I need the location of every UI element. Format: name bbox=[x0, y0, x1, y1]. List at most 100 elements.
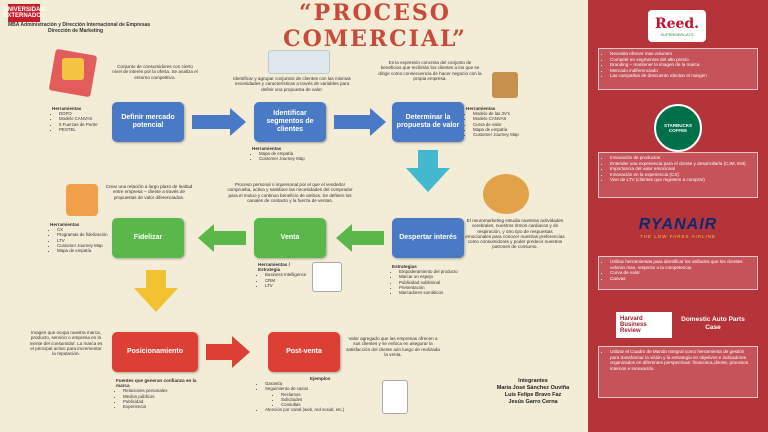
list-item: Publicidad subliminal bbox=[399, 280, 472, 285]
brain-icon bbox=[483, 174, 529, 214]
trust-sources-positioning: Fuentes que generan confianza en la marc… bbox=[116, 378, 202, 409]
list-item: DOFO bbox=[59, 111, 112, 116]
step-positioning: Posicionamiento bbox=[112, 332, 198, 372]
list-item: Mapa de empatía bbox=[473, 127, 546, 132]
list-item: Modelo de las 3V's bbox=[473, 111, 546, 116]
examples-post-sale: Ejemplos Garantía Seguimiento de casos R… bbox=[258, 376, 366, 412]
step-label: Posicionamiento bbox=[126, 348, 183, 355]
desc-define-market: Conjunto de consumidores con cierto nive… bbox=[112, 64, 198, 80]
desc-loyalty: Crear una relación a largo plazo de leal… bbox=[105, 184, 193, 200]
list-title: Herramientas bbox=[52, 106, 82, 111]
list-item: Publicidad bbox=[123, 399, 202, 404]
list-item: Customer Journey Map bbox=[473, 132, 546, 137]
reed-sub: SUPERMERCATS bbox=[660, 31, 694, 37]
step-label: Venta bbox=[280, 234, 300, 241]
starbucks-logo: STARBUCKS COFFEE bbox=[654, 104, 702, 152]
arrow-6 bbox=[134, 270, 178, 312]
note-item: Importancia del valor emocional bbox=[610, 166, 754, 172]
header-text: MBA Administración y Dirección Internaci… bbox=[8, 22, 150, 34]
note-item: Vive de LTV (clientes que regresen a com… bbox=[610, 177, 754, 183]
step-label: Definir mercado potencial bbox=[121, 114, 175, 129]
ryanair-sub: THE LOW FARES AIRLINE bbox=[639, 233, 716, 239]
tools-value-proposition: Herramientas Modelo de las 3V's Modelo C… bbox=[466, 106, 546, 137]
ryanair-notes: Utilizar herramientas para identificar l… bbox=[598, 256, 758, 290]
strategies-arouse-interest: Estrategias Empoderamiento del producto … bbox=[392, 264, 472, 295]
team-member: Luis Felipe Bravo Faz bbox=[504, 392, 562, 398]
list-item: Garantía bbox=[265, 381, 366, 386]
step-label: Determinar la propuesta de valor bbox=[396, 114, 460, 129]
list-title: Herramientas bbox=[252, 146, 282, 151]
puzzle-piece-icon bbox=[62, 58, 84, 80]
tools-define-market: Herramientas DOFO Modelo CANVAS 5 Fuerza… bbox=[52, 106, 112, 132]
list-item: Modelo CANVAS bbox=[59, 116, 112, 121]
team-title: Integrantes bbox=[518, 378, 548, 384]
list-item: Customer Journey Map bbox=[259, 156, 332, 161]
page-title: “PROCESO COMERCIAL” bbox=[283, 0, 467, 52]
step-loyalty: Fidelizar bbox=[112, 218, 184, 258]
step-define-market: Definir mercado potencial bbox=[112, 102, 184, 142]
ryanair-logo: RYANAIR THE LOW FARES AIRLINE bbox=[618, 214, 738, 240]
list-item: Consultas bbox=[281, 402, 366, 407]
team-member: María José Sánchez Ouviña bbox=[496, 385, 570, 391]
list-item: Marcar un espejo bbox=[399, 274, 472, 279]
note-item: Mercado indiferenciado bbox=[610, 68, 754, 74]
step-post-sale: Post-venta bbox=[268, 332, 340, 372]
list-item: Medios públicos bbox=[123, 394, 202, 399]
step-label: Post-venta bbox=[286, 348, 322, 355]
university-logo: UNIVERSIDAD EXTERNADO bbox=[3, 4, 45, 22]
list-item: Relaciones personales bbox=[123, 388, 202, 393]
header-line1: MBA Administración y Dirección Internaci… bbox=[8, 22, 151, 28]
list-item: Modelo CANVAS bbox=[473, 116, 546, 121]
starbucks-brand: STARBUCKS COFFEE bbox=[664, 123, 692, 133]
step-sale: Venta bbox=[254, 218, 326, 258]
step-identify-segments: Identificar segmentos de clientes bbox=[254, 102, 326, 142]
note-item: Necesita ofrecer mas volumen bbox=[610, 51, 754, 57]
hbr-brand: Harvard Business Review bbox=[620, 316, 647, 334]
list-item: Solicitudes bbox=[281, 397, 366, 402]
reed-logo: Reed. SUPERMERCATS bbox=[648, 10, 706, 42]
arrow-2 bbox=[334, 108, 386, 136]
list-item: Presentación bbox=[399, 285, 472, 290]
note-item: Innovación de productos bbox=[610, 155, 754, 161]
note-item: Entender una experiencia para el cliente… bbox=[610, 161, 754, 167]
list-item: Atención por canal (web, red social, etc… bbox=[265, 407, 366, 412]
reed-notes: Necesita ofrecer mas volumen Competir en… bbox=[598, 48, 758, 90]
team-members: Integrantes María José Sánchez Ouviña Lu… bbox=[458, 378, 608, 406]
hbr-logo: Harvard Business Review bbox=[616, 312, 672, 338]
list-item: Seguimiento de casos bbox=[265, 386, 366, 391]
list-item: Marcadores somáticos bbox=[399, 290, 472, 295]
arrow-1 bbox=[192, 108, 246, 136]
desc-sale: Proceso personal o impersonal por el que… bbox=[227, 182, 353, 203]
gift-box-icon bbox=[492, 72, 518, 98]
arrow-7 bbox=[206, 336, 250, 368]
list-item: Curva de valor bbox=[473, 122, 546, 127]
note-item: Canvas bbox=[610, 276, 754, 282]
note-item: Utilizar herramientas para identificar l… bbox=[610, 259, 754, 270]
note-item: Branding – mantener la imagen de la marc… bbox=[610, 62, 754, 68]
people-group-icon bbox=[268, 50, 330, 74]
starbucks-notes: Innovación de productos Entender una exp… bbox=[598, 152, 758, 198]
list-item: PESTEL bbox=[59, 127, 112, 132]
desc-post-sale: Valor agregado que las empresas ofrecen … bbox=[346, 336, 440, 357]
list-title: Herramientas bbox=[466, 106, 496, 111]
flow-arrows bbox=[134, 108, 450, 368]
list-item: Business Intelligence bbox=[265, 272, 312, 277]
hbr-notes: Utilizar el Cuadro de Mando Integral com… bbox=[598, 346, 758, 398]
checklist-icon bbox=[382, 380, 408, 414]
step-arouse-interest: Despertar interés bbox=[392, 218, 464, 258]
list-item: CX bbox=[57, 227, 114, 232]
desc-identify-segments: Identificar y agrupar conjuntos de clien… bbox=[233, 76, 351, 92]
tools-identify-segments: Herramientas Mapa de empatía Customer Jo… bbox=[252, 146, 332, 162]
step-value-proposition: Determinar la propuesta de valor bbox=[392, 102, 464, 142]
step-label: Fidelizar bbox=[133, 234, 163, 241]
desc-arouse-interest: El neuromarketing estudia nuestras activ… bbox=[465, 218, 565, 250]
note-item: Competir en segmentos del alto precio bbox=[610, 57, 754, 63]
desc-positioning: Imagen que ocupa nuestra marca, producto… bbox=[29, 330, 103, 357]
tools-loyalty: Herramientas CX Programas de fidelizació… bbox=[50, 222, 114, 253]
list-item: Reclamos bbox=[281, 392, 366, 397]
arrow-3 bbox=[406, 150, 450, 192]
list-item: 5 Fuerzas de Porter bbox=[59, 122, 112, 127]
ryanair-brand: RYANAIR bbox=[638, 215, 718, 233]
list-title: Ejemplos bbox=[310, 376, 331, 381]
list-item: Experiencia bbox=[123, 404, 202, 409]
